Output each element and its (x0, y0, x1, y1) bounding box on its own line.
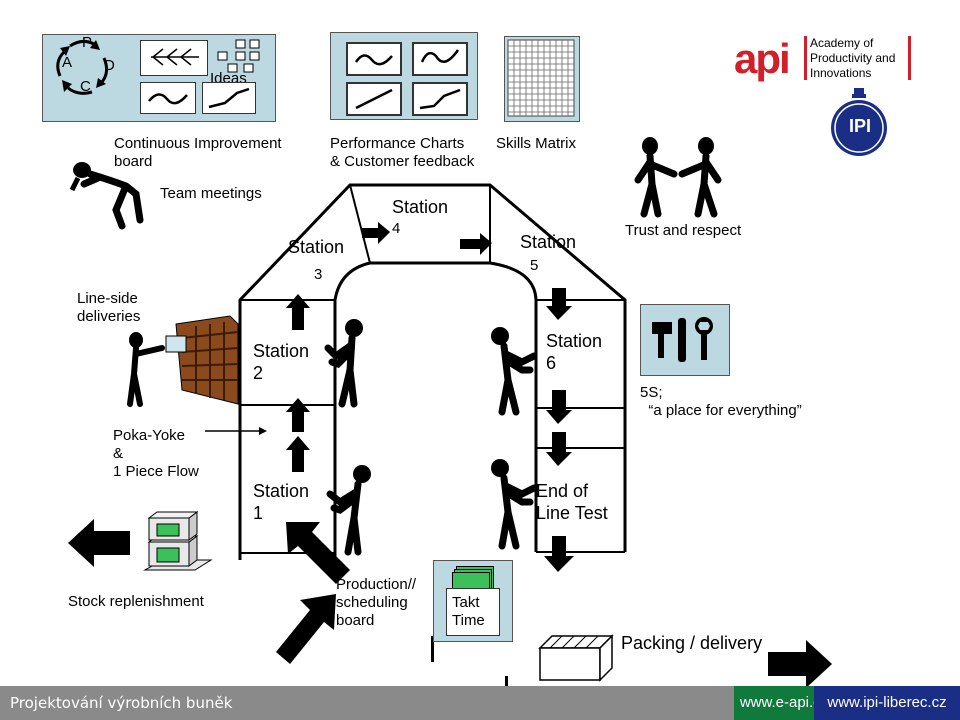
logo-text-3: Innovations (810, 66, 872, 80)
api-logo-text: api (734, 35, 791, 82)
station-3-number: 3 (314, 266, 323, 283)
ideas-notes-icon (217, 39, 260, 73)
stock-replenishment-label: Stock replenishment (68, 593, 204, 610)
api-logo: api (734, 38, 814, 80)
worker-end-of-line (491, 459, 538, 550)
station-6-label: Station 6 (546, 331, 603, 373)
stock-left-arrow (68, 519, 130, 567)
chart-card-wave (140, 82, 196, 114)
flow-arrow-down (546, 390, 572, 424)
perf-chart-3 (346, 82, 402, 116)
footer-bar: Projektování výrobních buněk www.e-api.c… (0, 686, 960, 720)
flow-arrow-right (460, 233, 492, 255)
perf-chart-2 (412, 42, 468, 76)
station-4-label: Station (392, 197, 449, 217)
tools-icon (652, 317, 713, 362)
trust-label: Trust and respect (625, 222, 742, 239)
performance-label: Performance Charts & Customer feedback (330, 135, 475, 170)
flow-arrow-down (544, 536, 574, 572)
station-5-number: 5 (530, 257, 539, 274)
production-board-label: Production// scheduling board (336, 576, 417, 629)
stock-boxes (143, 511, 213, 571)
worker-station-2 (324, 319, 363, 408)
production-board-post (431, 636, 434, 662)
pokayoke-pointer (205, 427, 267, 435)
skills-matrix-grid (507, 39, 575, 117)
flow-arrow-down (546, 288, 572, 320)
pdca-a: A (62, 54, 73, 71)
packing-delivery-label: Packing / delivery (621, 633, 763, 653)
team-meetings-figure (69, 162, 144, 230)
station-3-label: Station (288, 237, 345, 257)
worker-station-1 (326, 465, 371, 556)
end-of-line-label: End of Line Test (536, 481, 608, 523)
flow-arrow-up (286, 398, 310, 432)
station-4-number: 4 (392, 220, 401, 237)
logo-text-2: Productivity and (810, 51, 896, 65)
takt-time-label: Takt Time (452, 594, 485, 629)
lineside-label: Line-side deliveries (77, 290, 141, 325)
logo-text-1: Academy of (810, 36, 874, 50)
flow-arrow-right (362, 222, 390, 244)
flow-arrow-up (286, 294, 310, 330)
ci-board-label: Continuous Improvement board (114, 135, 282, 170)
station-5-label: Station (520, 232, 577, 252)
skills-matrix-label: Skills Matrix (496, 135, 577, 152)
five-s-label: 5S; “a place for everything” (640, 384, 802, 419)
packing-right-arrow (768, 640, 832, 688)
station-2-label: Station 2 (253, 341, 310, 383)
pdca-d: D (104, 57, 115, 74)
flow-arrow-down (546, 432, 572, 466)
worker-station-6 (491, 327, 538, 416)
takt-card-white (446, 588, 500, 636)
footer-link-ipi[interactable]: www.ipi-liberec.cz (814, 686, 960, 720)
arrows-card (140, 40, 208, 76)
pdca-p: P (82, 34, 93, 51)
packing-box (538, 634, 614, 682)
footer-title: Projektování výrobních buněk (10, 694, 233, 712)
perf-chart-4 (412, 82, 468, 116)
pdca-c: C (80, 78, 91, 95)
logo-right-rule (908, 36, 911, 80)
diagonal-arrow-lower (276, 594, 336, 664)
pdca-cycle-icon (56, 39, 109, 95)
lineside-worker-shelf (127, 315, 239, 407)
logo-separator (804, 36, 807, 80)
flow-arrow-up (286, 436, 310, 472)
chart-card-rise (202, 82, 256, 114)
team-meetings-label: Team meetings (160, 185, 262, 202)
diagonal-arrow-upper (286, 522, 350, 584)
perf-chart-1 (346, 42, 402, 76)
ipi-stopwatch-logo (831, 88, 887, 156)
station-1-label: Station 1 (253, 481, 310, 523)
ipi-logo-text: IPI (848, 116, 871, 136)
handshake-figures (634, 137, 722, 218)
pokayoke-label: Poka-Yoke & 1 Piece Flow (113, 427, 199, 480)
